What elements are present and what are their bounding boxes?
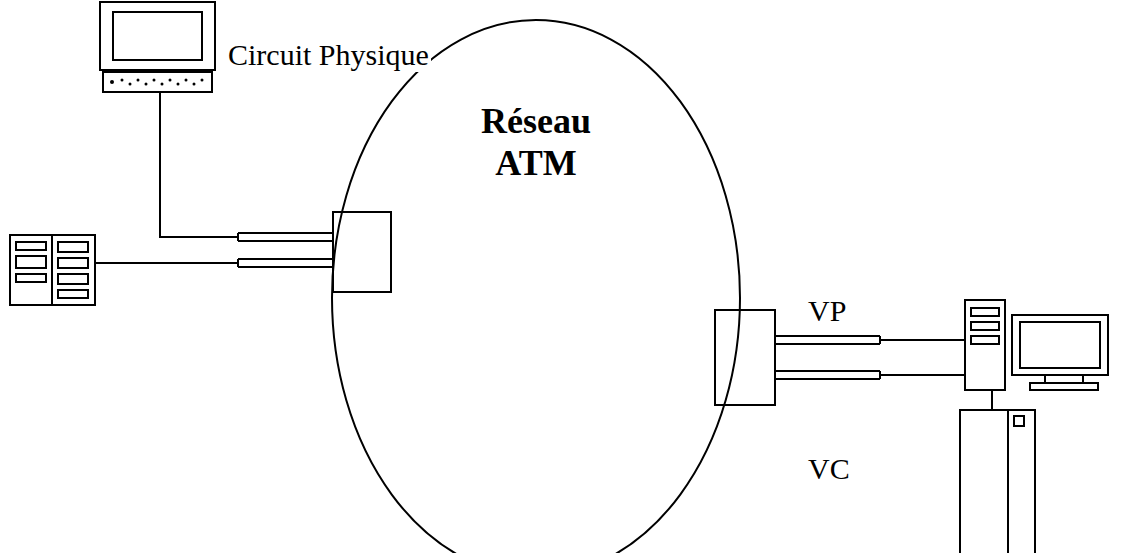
wire — [775, 336, 992, 410]
link-label: VC — [806, 452, 852, 486]
network-ellipse: Réseau ATM — [330, 18, 742, 553]
server-symbol — [10, 235, 95, 305]
link-label: Circuit Physique — [226, 38, 431, 72]
link-label: VP — [806, 294, 848, 328]
wire — [95, 92, 333, 267]
screen-symbol — [113, 12, 202, 60]
interface-box — [333, 212, 391, 292]
tower-symbol — [960, 410, 1035, 553]
workstation-symbol — [965, 300, 1108, 390]
ellipse-outline — [330, 18, 742, 553]
monitor-symbol — [100, 2, 215, 70]
keyboard-symbol — [103, 72, 212, 92]
network-title: Réseau ATM — [461, 100, 611, 184]
interface-box — [715, 310, 775, 405]
